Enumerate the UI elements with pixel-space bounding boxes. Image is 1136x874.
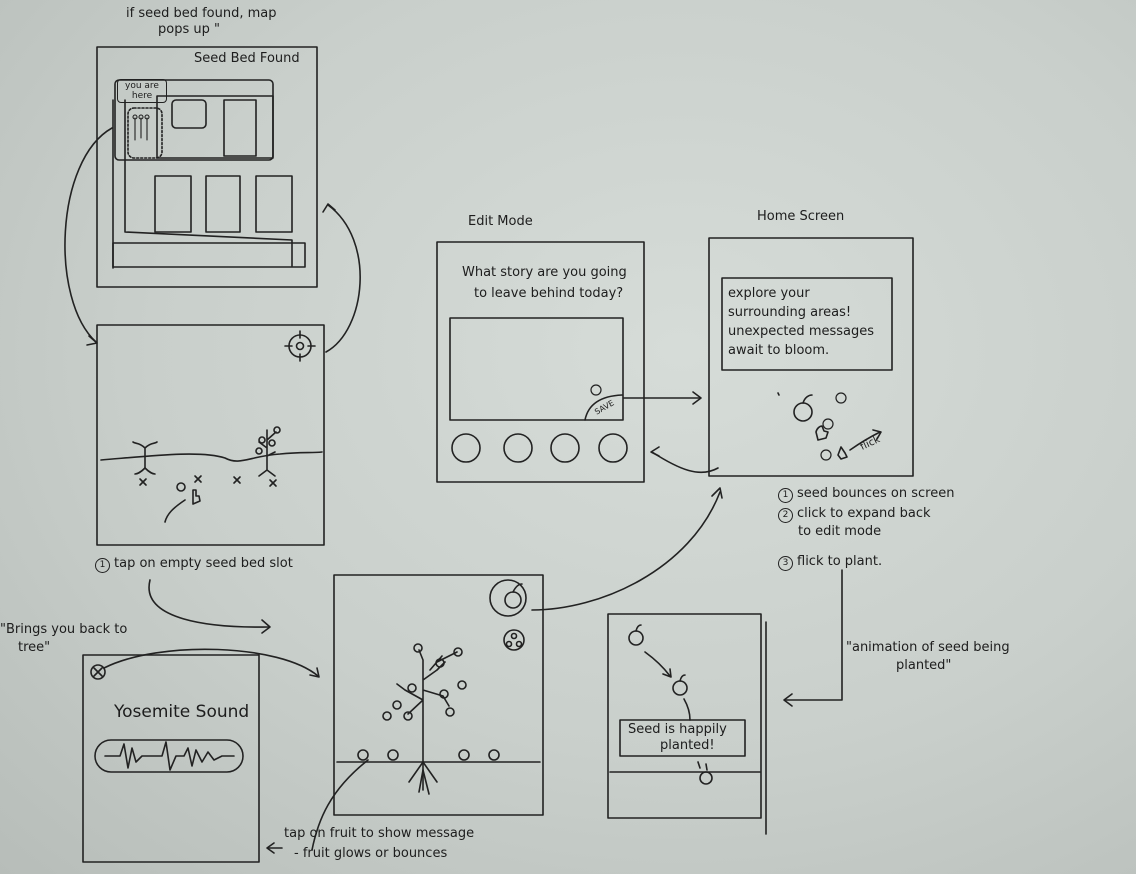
you-are-here-label: you are here (117, 79, 167, 103)
animation-note-line2: planted" (896, 658, 952, 673)
animation-note-line1: "animation of seed being (846, 640, 1010, 655)
home-note-3: 3 flick to plant. (778, 554, 882, 571)
edit-prompt-line2: to leave behind today? (474, 286, 624, 301)
seed-bed-ground-frame (96, 324, 325, 546)
tap-fruit-line1: tap on fruit to show message (284, 826, 475, 841)
home-screen-title: Home Screen (757, 209, 845, 224)
brings-back-line2: tree" (18, 640, 51, 655)
note-3-marker: 3 (778, 556, 793, 571)
home-note-1-text: seed bounces on screen (797, 486, 955, 501)
home-note-3-text: flick to plant. (797, 554, 883, 569)
home-note-2-cont: to edit mode (798, 524, 882, 539)
edit-prompt-line1: What story are you going (462, 265, 627, 280)
note-2-marker: 2 (778, 508, 793, 523)
brings-back-line1: "Brings you back to (0, 622, 128, 637)
arrow-locate-to-map (325, 204, 361, 353)
seed-planted-line1: Seed is happily (628, 722, 727, 737)
arrow-home-to-edit (651, 451, 719, 474)
arrow-tap-to-tree (148, 579, 269, 628)
seed-bed-map-frame (96, 46, 318, 288)
top-note-line1: if seed bed found, map (126, 6, 277, 21)
home-message: explore your surrounding areas! unexpect… (728, 286, 875, 358)
arrow-animation-to-planted (785, 569, 843, 701)
step-tap-empty-text: tap on empty seed bed slot (114, 556, 293, 571)
seed-bed-found-title: Seed Bed Found (194, 51, 300, 66)
step-1-marker: 1 (95, 558, 110, 573)
yosemite-sound-frame (82, 654, 260, 863)
seed-planted-frame (607, 613, 767, 835)
home-note-2-text: click to expand back (797, 506, 931, 521)
note-1-marker: 1 (778, 488, 793, 503)
top-note-line2: pops up " (158, 22, 220, 37)
arrow-tree-to-home (531, 491, 721, 611)
mini-sprouts-icon (132, 114, 150, 141)
yosemite-title: Yosemite Sound (114, 702, 250, 722)
edit-mode-title: Edit Mode (468, 214, 533, 229)
edit-mode-frame (436, 241, 645, 483)
home-note-2: 2 click to expand back (778, 506, 931, 523)
arrow-map-to-tree (64, 127, 113, 343)
home-screen-frame (708, 237, 914, 477)
tree-view-frame (311, 574, 544, 851)
tap-fruit-line2: - fruit glows or bounces (294, 846, 448, 861)
home-note-1: 1 seed bounces on screen (778, 486, 954, 503)
arrow-back-to-tree (103, 648, 319, 677)
step-tap-empty: 1 tap on empty seed bed slot (95, 556, 293, 573)
seed-planted-line2: planted! (660, 738, 715, 753)
